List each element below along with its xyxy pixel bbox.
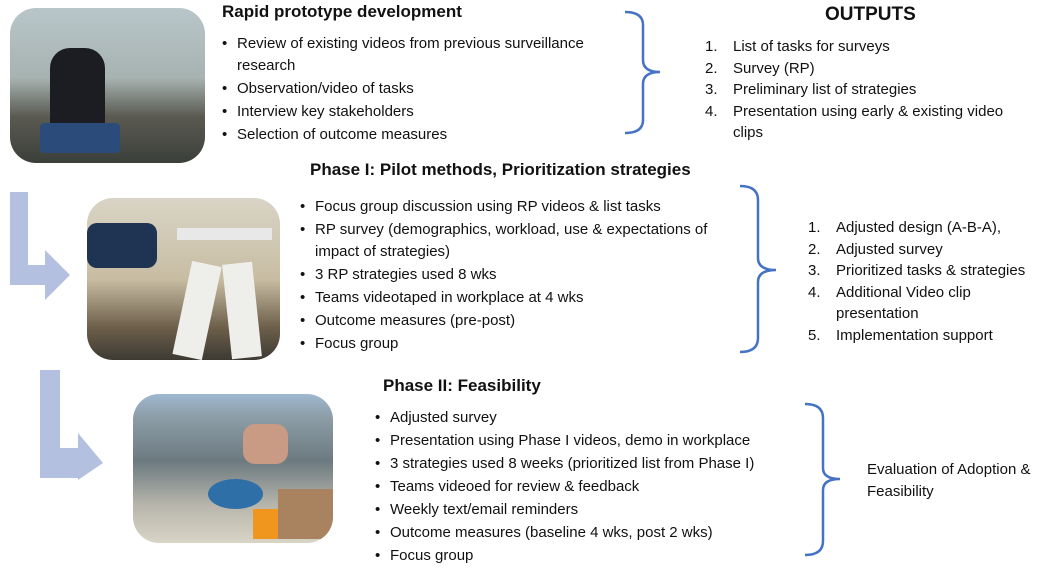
phase2-output: Evaluation of Adoption & Feasibility: [867, 461, 1031, 500]
phase1-outputs: 1.Adjusted design (A-B-A), 2.Adjusted su…: [808, 217, 1043, 346]
phase1-bullets: Focus group discussion using RP videos &…: [300, 196, 730, 356]
list-item: 3.Preliminary list of strategies: [705, 81, 917, 98]
list-item: 3 strategies used 8 weeks (prioritized l…: [375, 453, 805, 475]
list-item: Selection of outcome measures: [222, 124, 622, 146]
list-item: 4.Presentation using early & existing vi…: [705, 102, 1004, 142]
list-item: 3.Prioritized tasks & strategies: [808, 262, 1026, 279]
list-item: Review of existing videos from previous …: [222, 33, 622, 76]
list-item: Focus group discussion using RP videos &…: [300, 196, 730, 218]
list-item: Focus group: [375, 545, 805, 567]
photo-worker-on-dock: [10, 8, 205, 163]
flow-arrow-to-phase2: [40, 370, 103, 480]
phase2-title: Phase II: Feasibility: [383, 376, 541, 395]
list-item: Teams videoed for review & feedback: [375, 476, 805, 498]
list-item: 2.Adjusted survey: [808, 240, 943, 258]
photo-worker-on-boat: [133, 394, 333, 543]
phase2-bullets: Adjusted survey Presentation using Phase…: [375, 407, 805, 568]
brace-rp: [624, 10, 661, 135]
list-item: Outcome measures (baseline 4 wks, post 2…: [375, 522, 805, 544]
list-item: 2.Survey (RP): [705, 59, 815, 77]
list-item: Weekly text/email reminders: [375, 499, 805, 521]
brace-phase2: [804, 402, 841, 557]
list-item: Presentation using Phase I videos, demo …: [375, 430, 805, 452]
list-item: Teams videotaped in workplace at 4 wks: [300, 287, 730, 309]
list-item: 1.Adjusted design (A-B-A),: [808, 219, 1002, 236]
brace-phase1: [739, 184, 777, 354]
phase1-title: Phase I: Pilot methods, Prioritization s…: [310, 160, 691, 179]
list-item: 4.Additional Video clip presentation: [808, 283, 971, 323]
rp-title: Rapid prototype development: [222, 2, 462, 21]
list-item: 5.Implementation support: [808, 326, 993, 344]
list-item: Observation/video of tasks: [222, 78, 622, 100]
list-item: Adjusted survey: [375, 407, 805, 429]
photo-worker-with-equipment: [87, 198, 280, 360]
list-item: 1.List of tasks for surveys: [705, 38, 890, 55]
list-item: RP survey (demographics, workload, use &…: [300, 219, 730, 262]
rp-bullets: Review of existing videos from previous …: [222, 33, 622, 147]
rp-outputs: 1.List of tasks for surveys 2.Survey (RP…: [705, 36, 1035, 144]
list-item: Focus group: [300, 333, 730, 355]
list-item: 3 RP strategies used 8 wks: [300, 264, 730, 286]
list-item: Outcome measures (pre-post): [300, 310, 730, 332]
flow-arrow-to-phase1: [10, 192, 70, 300]
list-item: Interview key stakeholders: [222, 101, 622, 123]
outputs-title: OUTPUTS: [825, 4, 916, 25]
